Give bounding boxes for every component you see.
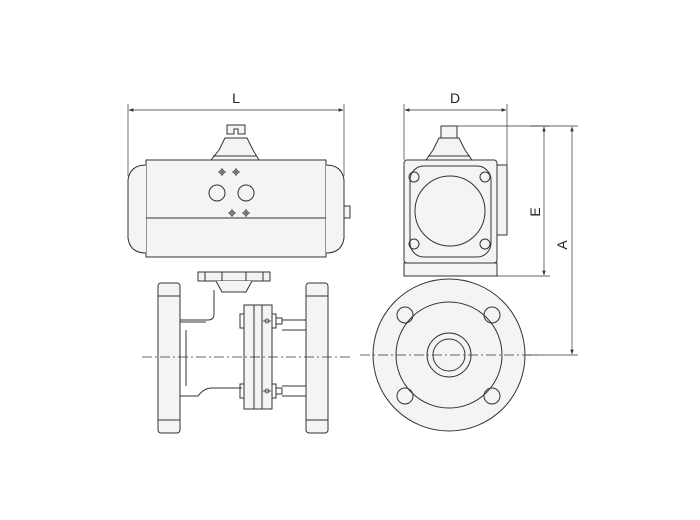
side-view — [360, 104, 578, 432]
port-circle — [237, 184, 255, 202]
bolt-hole — [483, 387, 501, 405]
port-circle — [208, 184, 226, 202]
bolt-hole — [396, 306, 414, 324]
front-view — [127, 104, 351, 434]
dimension-label-L: L — [232, 90, 240, 106]
dimension-label-E: E — [527, 207, 543, 216]
actuator-top-drive — [209, 124, 260, 161]
dimension-label-D: D — [450, 90, 460, 106]
side-top-drive — [425, 125, 473, 161]
bolt-hole — [396, 387, 414, 405]
dimension-A — [526, 125, 578, 356]
bolt-hole — [483, 306, 501, 324]
dimension-D — [403, 104, 508, 165]
actuator-body — [127, 159, 351, 258]
dimension-L — [127, 104, 345, 176]
valve-body — [157, 282, 329, 434]
mounting-bracket — [197, 271, 271, 293]
flange-face — [372, 278, 526, 432]
dimension-label-A: A — [554, 240, 570, 250]
actuator-end-face — [403, 159, 508, 277]
